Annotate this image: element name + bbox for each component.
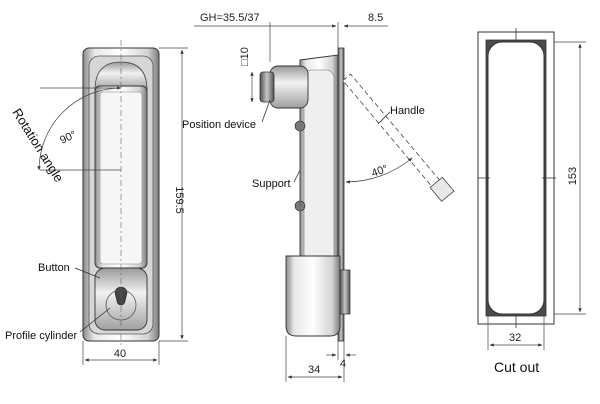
profile-cylinder-label: Profile cylinder: [5, 330, 77, 342]
gh-label: GH=35.5/37: [200, 12, 260, 24]
position-device-leader: [261, 99, 271, 123]
handle-leader: [377, 111, 391, 125]
height-159-5-label: 159.5: [173, 186, 185, 214]
cut-out-label: Cut out: [494, 359, 539, 375]
screw-icon: [294, 120, 306, 132]
rotation-90-label: 90°: [58, 129, 78, 147]
button-label: Button: [38, 262, 70, 274]
front-dome: [94, 61, 148, 91]
cutout-height-153-label: 153: [567, 167, 579, 185]
raised-handle: [342, 73, 455, 202]
front-view: 90° Rotation angle 159.5 40 Button Profi…: [5, 40, 188, 365]
width-40-label: 40: [114, 348, 126, 360]
thickness-4-label: 4: [340, 358, 346, 370]
support-label: Support: [252, 178, 291, 190]
button-leader: [74, 267, 101, 279]
cylinder-leader: [79, 307, 111, 333]
side-cylinder-housing: [285, 255, 341, 337]
raised-handle-tip: [429, 176, 455, 202]
cutout-width-32-label: 32: [509, 332, 521, 344]
raised-handle-body: [342, 73, 448, 197]
support-leader: [293, 169, 301, 183]
cutout-opening: [487, 41, 545, 315]
position-device-body: [269, 65, 309, 109]
angle-40-label: 40°: [370, 163, 390, 180]
side-cylinder-end: [339, 269, 351, 315]
rotation-arc: [37, 86, 122, 171]
handle-label: Handle: [390, 105, 425, 117]
position-device-label: Position device: [182, 119, 256, 131]
depth-34-label: 34: [308, 364, 320, 376]
offset-8-5-label: 8.5: [368, 12, 383, 24]
angle-arc: [345, 157, 413, 184]
cutout-view: 153 32 Cut out: [477, 28, 586, 375]
position-device-square: [259, 71, 275, 103]
square-10-label: □10: [239, 47, 251, 66]
side-view: 40° GH=35.5/37 8.5 □10 Position device S…: [182, 12, 455, 382]
